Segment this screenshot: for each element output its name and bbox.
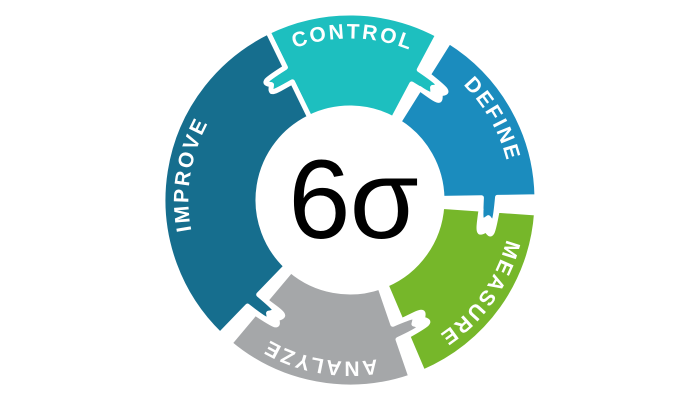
segment-shape-improve[interactable] <box>160 29 313 338</box>
segment-measure[interactable]: MEASURE <box>383 203 540 375</box>
segment-improve[interactable]: IMPROVE <box>160 29 313 338</box>
segment-shape-define[interactable] <box>396 38 540 224</box>
center-hub <box>260 110 440 290</box>
center-sigma-label: 6σ <box>288 137 417 262</box>
segment-define[interactable]: DEFINE <box>396 38 540 224</box>
segment-control[interactable]: CONTROL <box>263 10 441 122</box>
